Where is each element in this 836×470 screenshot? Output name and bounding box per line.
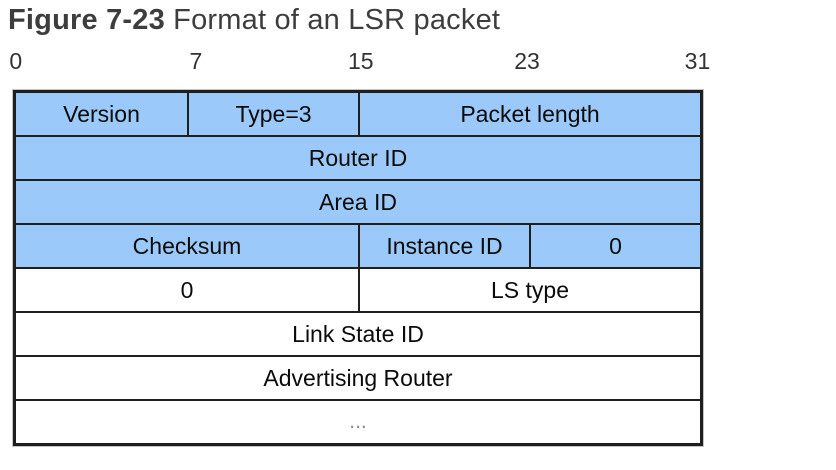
figure-title: Figure 7-23 Format of an LSR packet (8, 4, 500, 37)
packet-row-5: 0 LS type (16, 267, 700, 311)
bit-ruler: 0 7 15 23 31 (9, 48, 710, 78)
packet-row-3: Area ID (16, 179, 700, 223)
packet-field-router-id: Router ID (308, 144, 408, 171)
packet-field-instance-id: Instance ID (358, 225, 529, 267)
packet-field-packet-length: Packet length (358, 93, 700, 135)
packet-field-zero-word: 0 (180, 276, 194, 303)
bit-tick-7: 7 (189, 48, 203, 74)
bit-tick-23: 23 (514, 48, 540, 74)
packet-field-type: Type=3 (187, 93, 358, 135)
packet-row-6: Link State ID (16, 311, 700, 355)
figure-title-number: Figure 7-23 (8, 4, 165, 36)
bit-tick-0: 0 (9, 48, 23, 74)
packet-field-version: Version (63, 100, 140, 127)
packet-field-link-state-id: Link State ID (292, 320, 424, 347)
packet-row-7: Advertising Router (16, 355, 700, 399)
packet-field-advertising-router: Advertising Router (263, 364, 453, 391)
bit-tick-31: 31 (684, 48, 711, 74)
packet-field-ellipsis: ... (349, 410, 367, 433)
packet-row-8: ... (16, 399, 700, 443)
packet-field-zero-byte: 0 (529, 225, 700, 267)
figure-title-caption: Format of an LSR packet (164, 4, 501, 36)
packet-row-2: Router ID (16, 135, 700, 179)
packet-field-area-id: Area ID (319, 188, 397, 215)
packet-field-ls-type: LS type (358, 269, 700, 311)
bit-tick-15: 15 (347, 48, 374, 74)
packet-field-checksum: Checksum (132, 232, 242, 259)
